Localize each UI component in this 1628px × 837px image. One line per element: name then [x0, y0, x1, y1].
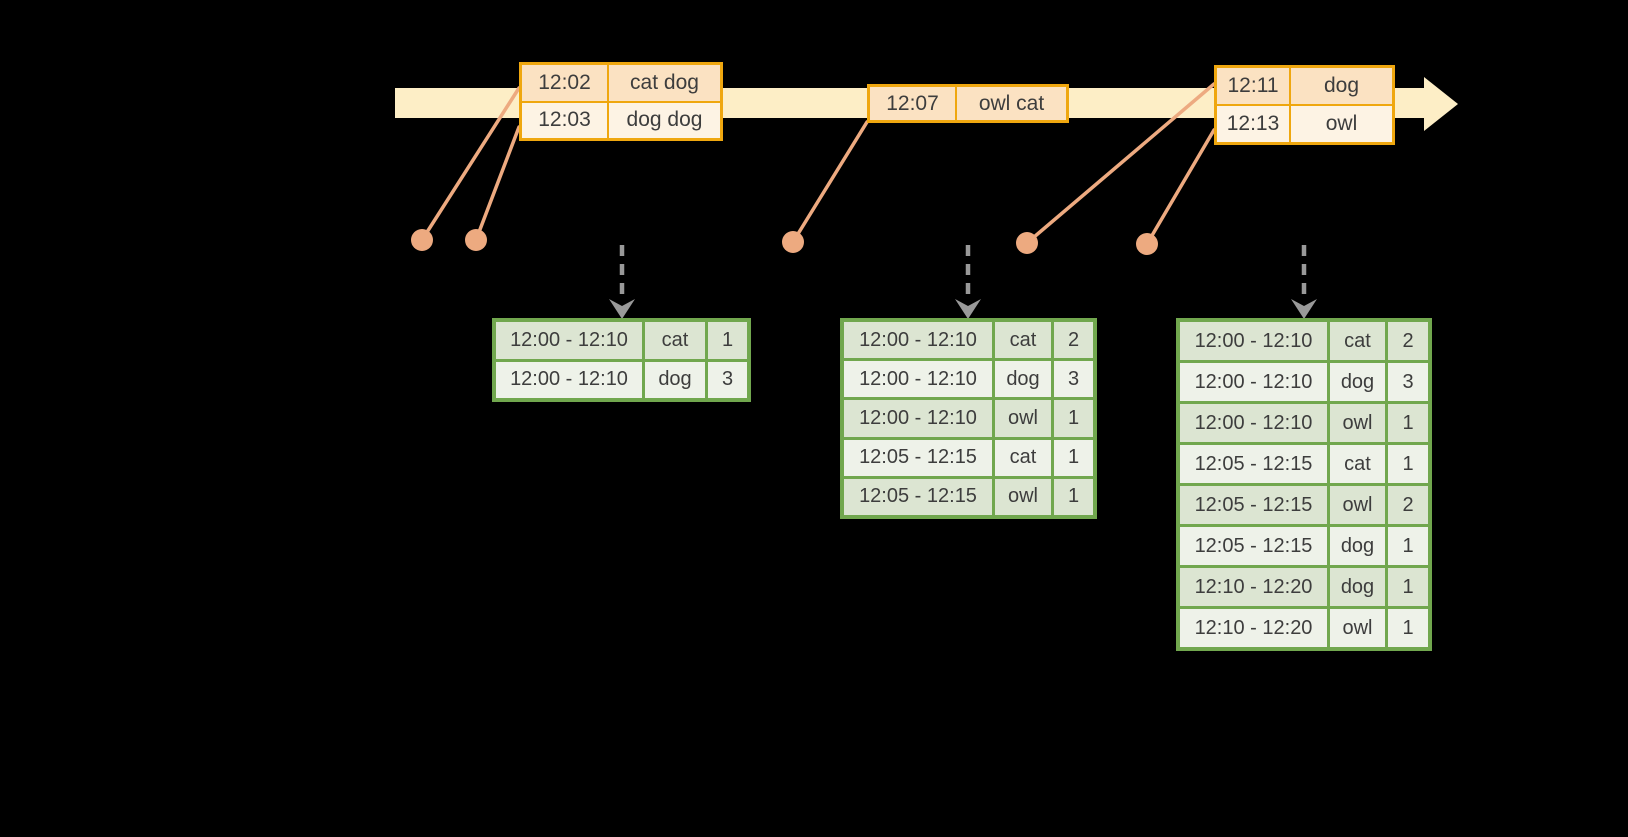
event-words: dog dog [609, 102, 720, 138]
event-time: 12:11 [1217, 68, 1289, 104]
result-word: dog [645, 361, 705, 398]
result-count: 3 [708, 361, 747, 398]
event-dots [411, 229, 1158, 255]
event-table-3: 12:11 dog 12:13 owl [1214, 65, 1395, 145]
result-table-3: 12:00 - 12:10 cat 2 12:00 - 12:10 dog 3 … [1176, 318, 1432, 651]
result-word: owl [995, 478, 1051, 515]
event-time: 12:02 [522, 65, 607, 101]
event-dot [1136, 233, 1158, 255]
event-words: owl [1291, 106, 1392, 142]
result-window: 12:10 - 12:20 [1180, 568, 1327, 606]
event-dot [782, 231, 804, 253]
event-time: 12:07 [870, 87, 955, 120]
trigger-arrows [609, 245, 1317, 319]
result-window: 12:05 - 12:15 [844, 439, 992, 476]
result-count: 1 [1388, 445, 1428, 483]
result-word: dog [1330, 568, 1385, 606]
result-word: cat [645, 322, 705, 359]
result-count: 1 [1054, 400, 1093, 437]
result-table-2: 12:00 - 12:10 cat 2 12:00 - 12:10 dog 3 … [840, 318, 1097, 519]
result-word: cat [1330, 445, 1385, 483]
result-window: 12:00 - 12:10 [496, 322, 642, 359]
connector-line [420, 86, 521, 242]
result-window: 12:00 - 12:10 [1180, 363, 1327, 401]
event-words: cat dog [609, 65, 720, 101]
result-window: 12:00 - 12:10 [844, 361, 992, 398]
event-time: 12:03 [522, 102, 607, 138]
event-dot [465, 229, 487, 251]
event-table-1: 12:02 cat dog 12:03 dog dog [519, 62, 723, 141]
result-window: 12:05 - 12:15 [844, 478, 992, 515]
event-time: 12:13 [1217, 106, 1289, 142]
result-count: 2 [1054, 322, 1093, 359]
result-word: cat [1330, 322, 1385, 360]
result-count: 1 [1054, 439, 1093, 476]
result-window: 12:05 - 12:15 [1180, 527, 1327, 565]
result-word: dog [1330, 363, 1385, 401]
event-dot [1016, 232, 1038, 254]
result-count: 1 [1054, 478, 1093, 515]
timeline-arrowhead-icon [1424, 77, 1458, 131]
result-count: 1 [1388, 404, 1428, 442]
event-words: owl cat [957, 87, 1066, 120]
result-window: 12:05 - 12:15 [1180, 445, 1327, 483]
result-word: cat [995, 439, 1051, 476]
result-word: owl [1330, 404, 1385, 442]
result-window: 12:00 - 12:10 [1180, 322, 1327, 360]
result-count: 1 [708, 322, 747, 359]
result-count: 2 [1388, 322, 1428, 360]
result-window: 12:00 - 12:10 [844, 400, 992, 437]
result-window: 12:05 - 12:15 [1180, 486, 1327, 524]
result-word: owl [995, 400, 1051, 437]
trigger-arrowhead-icon [955, 299, 981, 319]
result-word: owl [1330, 486, 1385, 524]
result-count: 1 [1388, 609, 1428, 647]
connector-lines [420, 82, 1216, 246]
result-window: 12:00 - 12:10 [844, 322, 992, 359]
connector-line [1145, 128, 1216, 246]
result-word: cat [995, 322, 1051, 359]
result-count: 2 [1388, 486, 1428, 524]
result-window: 12:00 - 12:10 [1180, 404, 1327, 442]
result-count: 1 [1388, 527, 1428, 565]
result-word: dog [995, 361, 1051, 398]
trigger-arrowhead-icon [609, 299, 635, 319]
result-window: 12:00 - 12:10 [496, 361, 642, 398]
trigger-arrowhead-icon [1291, 299, 1317, 319]
result-word: owl [1330, 609, 1385, 647]
result-count: 3 [1054, 361, 1093, 398]
result-window: 12:10 - 12:20 [1180, 609, 1327, 647]
result-count: 1 [1388, 568, 1428, 606]
result-word: dog [1330, 527, 1385, 565]
result-count: 3 [1388, 363, 1428, 401]
event-dot [411, 229, 433, 251]
connector-line [474, 125, 521, 242]
event-table-2: 12:07 owl cat [867, 84, 1069, 123]
event-words: dog [1291, 68, 1392, 104]
result-table-1: 12:00 - 12:10 cat 1 12:00 - 12:10 dog 3 [492, 318, 751, 402]
connector-line [1025, 82, 1216, 245]
connector-line [791, 120, 869, 244]
